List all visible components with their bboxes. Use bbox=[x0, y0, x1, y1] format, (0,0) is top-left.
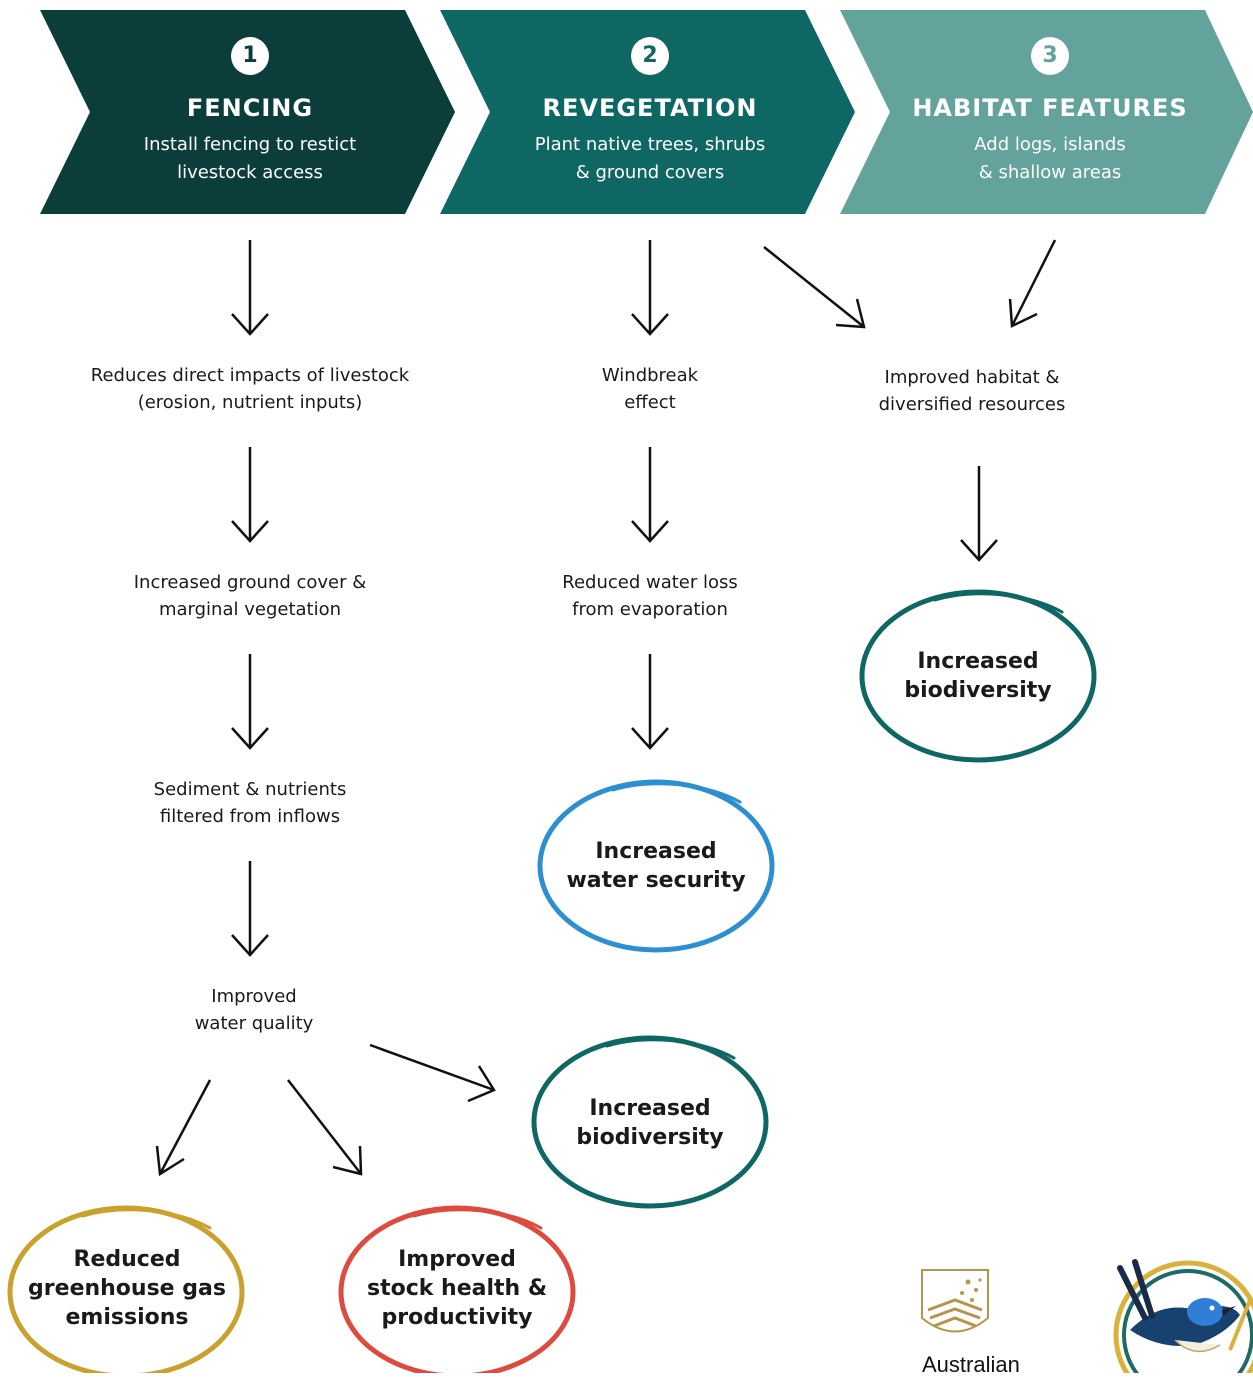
outcome-line: biodiversity bbox=[904, 678, 1052, 703]
arrow-diag-to-greenhouse bbox=[155, 1079, 212, 1177]
outcome-ring-biodiversity-water bbox=[531, 1035, 769, 1209]
effect-line: diversified resources bbox=[878, 394, 1066, 415]
effect-water-quality: Improved water quality bbox=[54, 983, 454, 1037]
outcome-biodiversity-col3: Increased biodiversity bbox=[878, 647, 1078, 705]
australian-government-crest-icon bbox=[921, 1269, 989, 1333]
step-chevron-3 bbox=[840, 10, 1253, 214]
effect-line: Improved habitat & bbox=[884, 367, 1060, 388]
arrow-diag-habitat bbox=[1008, 239, 1057, 328]
outcome-line: emissions bbox=[65, 1305, 189, 1330]
arrow-down-1b bbox=[231, 447, 269, 543]
effect-line: Reduced water loss bbox=[562, 572, 738, 593]
effect-ground-cover: Increased ground cover & marginal vegeta… bbox=[50, 569, 450, 623]
step-number-3: 3 bbox=[1031, 37, 1069, 75]
outcome-stock-health: Improved stock health & productivity bbox=[347, 1245, 567, 1332]
effect-line: from evaporation bbox=[572, 599, 728, 620]
effect-line: filtered from inflows bbox=[159, 806, 341, 827]
outcome-line: biodiversity bbox=[576, 1125, 724, 1150]
arrow-down-2a bbox=[631, 240, 669, 336]
outcome-line: water security bbox=[566, 868, 746, 893]
outcome-line: stock health & bbox=[366, 1276, 548, 1301]
outcome-water-security: Increased water security bbox=[546, 837, 766, 895]
outcome-line: Improved bbox=[398, 1247, 516, 1272]
effect-water-loss: Reduced water loss from evaporation bbox=[450, 569, 850, 623]
effect-improved-habitat: Improved habitat & diversified resources bbox=[772, 364, 1172, 418]
step-desc-habitat-line1: Add logs, islands bbox=[974, 134, 1126, 155]
step-chevron-2 bbox=[440, 10, 855, 214]
outcome-line: productivity bbox=[381, 1305, 533, 1330]
arrow-down-1c bbox=[231, 654, 269, 750]
effect-line: Increased ground cover & bbox=[133, 572, 367, 593]
step-desc-revegetation-line2: & ground covers bbox=[575, 162, 725, 183]
arrow-down-2c bbox=[631, 654, 669, 750]
effect-line: Windbreak bbox=[601, 365, 699, 386]
outcome-greenhouse: Reduced greenhouse gas emissions bbox=[12, 1245, 242, 1332]
outcome-ring-water-security bbox=[537, 779, 775, 953]
outcome-line: Reduced bbox=[73, 1247, 181, 1272]
arrow-diag-to-stock bbox=[287, 1079, 363, 1176]
effect-reduces-impacts: Reduces direct impacts of livestock (ero… bbox=[50, 362, 450, 416]
effect-windbreak: Windbreak effect bbox=[450, 362, 850, 416]
outcome-biodiversity-water: Increased biodiversity bbox=[550, 1094, 750, 1152]
step-number-2: 2 bbox=[631, 37, 669, 75]
arrow-diag-reveg-habitat bbox=[763, 246, 866, 329]
outcome-ring-greenhouse bbox=[7, 1205, 245, 1373]
arrow-down-2b bbox=[631, 447, 669, 543]
step-title-revegetation: REVEGETATION bbox=[542, 94, 758, 122]
effect-line: water quality bbox=[194, 1013, 314, 1034]
outcome-ring-biodiversity-col3 bbox=[859, 589, 1097, 763]
step-desc-revegetation-line1: Plant native trees, shrubs bbox=[534, 134, 766, 155]
effect-line: marginal vegetation bbox=[158, 599, 342, 620]
step-desc-habitat-line2: & shallow areas bbox=[978, 162, 1122, 183]
outcome-ring-stock-health bbox=[338, 1205, 576, 1373]
step-desc-fencing-line2: livestock access bbox=[177, 162, 323, 183]
arrow-down-1a bbox=[231, 240, 269, 336]
step-number-1: 1 bbox=[231, 37, 269, 75]
arrow-down-3a bbox=[960, 466, 998, 562]
step-desc-fencing-line1: Install fencing to restict bbox=[143, 134, 357, 155]
effect-line: effect bbox=[624, 392, 676, 413]
step-title-fencing: FENCING bbox=[186, 94, 314, 122]
fairy-wren-logo-icon bbox=[1113, 1259, 1253, 1373]
government-logo-text: Australian bbox=[922, 1352, 1020, 1377]
effect-line: Sediment & nutrients bbox=[153, 779, 347, 800]
effect-line: Reduces direct impacts of livestock bbox=[90, 365, 410, 386]
outcome-line: Increased bbox=[917, 649, 1039, 674]
outcome-line: greenhouse gas bbox=[28, 1276, 226, 1301]
step-title-habitat-features: HABITAT FEATURES bbox=[912, 94, 1188, 122]
outcome-line: Increased bbox=[595, 839, 717, 864]
effect-line: Improved bbox=[211, 986, 297, 1007]
step-chevron-1 bbox=[40, 10, 455, 214]
outcome-line: Increased bbox=[589, 1096, 711, 1121]
effect-line: (erosion, nutrient inputs) bbox=[137, 392, 363, 413]
arrow-down-1d bbox=[231, 861, 269, 957]
effect-sediment-filtered: Sediment & nutrients filtered from inflo… bbox=[50, 776, 450, 830]
arrow-diag-to-biodiversity bbox=[369, 1043, 496, 1103]
